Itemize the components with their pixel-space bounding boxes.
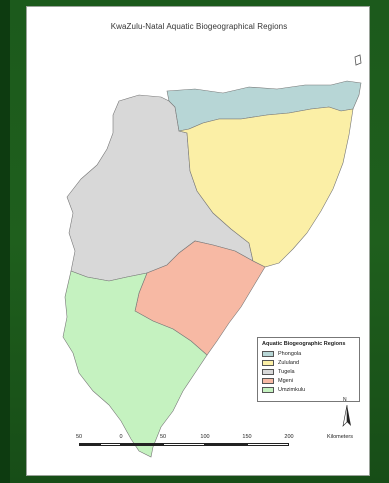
legend-label: Mgeni	[278, 377, 293, 384]
scale-tick: 150	[242, 434, 252, 440]
scale-segment	[79, 443, 100, 446]
legend-label: Phongola	[278, 350, 302, 357]
region-marker	[354, 54, 362, 66]
scale-segment	[121, 443, 163, 446]
legend-swatch-phongola	[262, 350, 274, 357]
legend-item-zululand: Zululand	[262, 358, 355, 367]
scale-tick: 0	[119, 434, 123, 440]
region-umzimkulu[interactable]	[62, 270, 208, 458]
legend-item-tugela: Tugela	[262, 367, 355, 376]
legend-label: Zululand	[278, 359, 300, 366]
scale-bar: 50 0 50 100 150 200 Kilometers	[75, 434, 353, 458]
map-legend: Aquatic Biogeographic Regions Phongola Z…	[257, 337, 360, 402]
legend-label: Umzimkulu	[278, 386, 306, 393]
scale-tick: 200	[284, 434, 294, 440]
legend-item-phongola: Phongola	[262, 349, 355, 358]
north-label: N	[343, 397, 347, 403]
legend-item-mgeni: Mgeni	[262, 376, 355, 385]
legend-swatch-tugela	[262, 368, 274, 375]
scale-tick: 50	[159, 434, 167, 440]
legend-item-umzimkulu: Umzimkulu	[262, 385, 355, 394]
region-map	[62, 54, 362, 458]
map-panel: KwaZulu-Natal Aquatic Biogeographical Re…	[26, 6, 370, 476]
legend-title: Aquatic Biogeographic Regions	[262, 341, 346, 347]
legend-label: Tugela	[278, 368, 295, 375]
scale-tick: 100	[200, 434, 210, 440]
legend-swatch-mgeni	[262, 377, 274, 384]
legend-swatch-zululand	[262, 359, 274, 366]
map-title: KwaZulu-Natal Aquatic Biogeographical Re…	[110, 22, 288, 31]
scale-segment	[247, 443, 289, 446]
north-arrow-icon	[342, 404, 351, 427]
scale-segment	[205, 443, 247, 446]
region-zululand[interactable]	[178, 106, 354, 268]
scale-segment	[100, 443, 121, 446]
legend-swatch-umzimkulu	[262, 386, 274, 393]
scale-segment	[163, 443, 205, 446]
scale-tick: 50	[75, 434, 83, 440]
scale-units: Kilometers	[327, 434, 353, 440]
left-dark-stripe	[0, 0, 10, 483]
